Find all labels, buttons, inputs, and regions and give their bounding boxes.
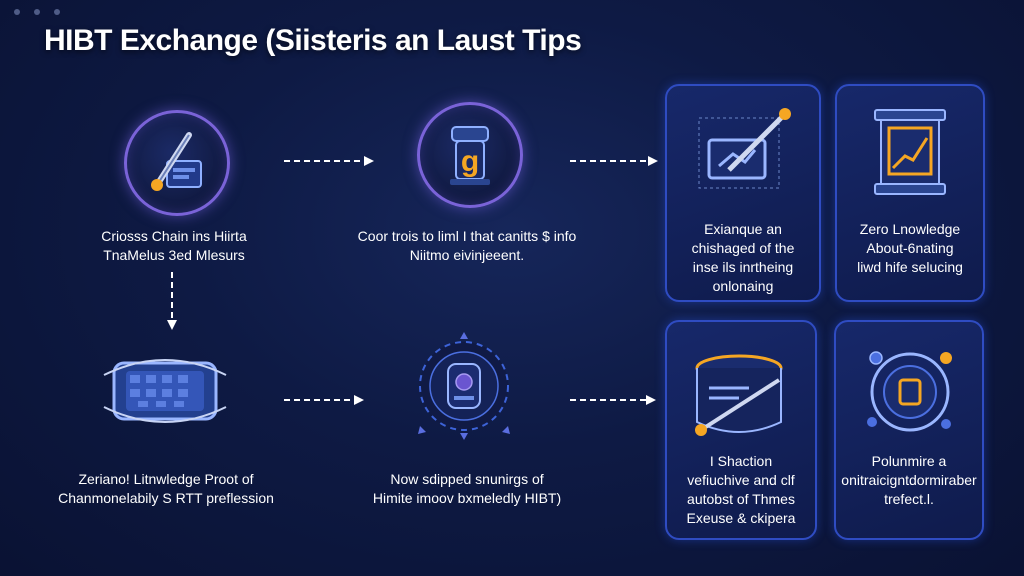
card-4-line-1: Polunmire a bbox=[871, 453, 947, 469]
card-3-line-1: I Shaction bbox=[709, 453, 773, 469]
card-3-line-4: Exeuse & ckipera bbox=[686, 510, 796, 526]
card-4-label: Polunmire a onitraicigntdormiraber trefe… bbox=[836, 452, 982, 509]
arrow-1-right bbox=[284, 156, 374, 166]
card-1-line-3: inse ils inrtheing bbox=[692, 259, 794, 275]
arrow-3-down bbox=[167, 272, 177, 330]
card-1-label: Exianque an chishaged of the inse ils in… bbox=[667, 220, 819, 296]
card-2-line-2: About-6nating bbox=[866, 240, 954, 256]
database-icon bbox=[418, 332, 510, 440]
page-title: HIBT Exchange (Siisteris an Laust Tips bbox=[44, 24, 582, 57]
card-2-line-3: liwd hife selucing bbox=[857, 259, 963, 275]
arrow-5-right bbox=[570, 395, 656, 405]
svg-text:g: g bbox=[461, 145, 479, 178]
node-1-label: Criosss Chain ins Hiirta TnaMelus 3ed Ml… bbox=[74, 227, 274, 265]
chip-icon bbox=[103, 359, 227, 423]
arrow-2-right bbox=[570, 156, 658, 166]
node-2-line-2: Niitmo eivinjeeent. bbox=[409, 247, 525, 263]
card-2-line-1: Zero Lnowledge bbox=[859, 221, 961, 237]
card-4-line-2: onitraicigntdormiraber bbox=[841, 472, 977, 488]
card-2: Zero Lnowledge About-6nating liwd hife s… bbox=[835, 84, 985, 302]
card-3-line-2: vefiuchive and clf bbox=[687, 472, 795, 488]
card-4-line-3: trefect.l. bbox=[884, 491, 934, 507]
node-2-circle: g bbox=[417, 102, 523, 208]
node-4-line-1: Now sdipped snunirgs of bbox=[390, 471, 544, 487]
network-icon bbox=[867, 351, 952, 432]
card-4: Polunmire a onitraicigntdormiraber trefe… bbox=[834, 320, 984, 540]
card-3: I Shaction vefiuchive and clf autobst of… bbox=[665, 320, 817, 540]
node-1-circle bbox=[124, 110, 230, 216]
node-3-graphic bbox=[100, 345, 230, 435]
arrow-4-right bbox=[284, 395, 364, 405]
card-3-label: I Shaction vefiuchive and clf autobst of… bbox=[667, 452, 815, 528]
card-2-label: Zero Lnowledge About-6nating liwd hife s… bbox=[837, 220, 983, 277]
node-2-label: Coor trois to liml I that canitts $ info… bbox=[340, 227, 594, 265]
window-dots bbox=[14, 2, 74, 20]
coin-icon: g bbox=[450, 126, 490, 185]
node-3-line-2: Chanmonelabily S RTT preflession bbox=[58, 490, 274, 506]
cylinder-icon bbox=[695, 354, 783, 436]
node-4-label: Now sdipped snunirgs of Himite imoov bxm… bbox=[350, 470, 584, 508]
node-1-line-2: TnaMelus 3ed Mlesurs bbox=[103, 247, 245, 263]
node-4-line-2: Himite imoov bxmeledly HIBT) bbox=[372, 490, 562, 506]
card-1-line-1: Exianque an bbox=[704, 221, 782, 237]
key-icon bbox=[151, 132, 202, 191]
monitor-icon bbox=[698, 108, 791, 189]
card-3-line-3: autobst of Thmes bbox=[687, 491, 795, 507]
node-4-ring bbox=[404, 330, 524, 442]
node-1-line-1: Criosss Chain ins Hiirta bbox=[101, 228, 247, 244]
card-1-line-2: chishaged of the bbox=[691, 240, 795, 256]
node-2-line-1: Coor trois to liml I that canitts $ info bbox=[357, 228, 577, 244]
card-1-line-4: onlonaing bbox=[712, 278, 774, 294]
card-1: Exianque an chishaged of the inse ils in… bbox=[665, 84, 821, 302]
chart-icon bbox=[874, 109, 946, 195]
node-3-line-1: Zeriano! Litnwledge Proot of bbox=[78, 471, 254, 487]
node-3-label: Zeriano! Litnwledge Proot of Chanmonelab… bbox=[36, 470, 296, 508]
